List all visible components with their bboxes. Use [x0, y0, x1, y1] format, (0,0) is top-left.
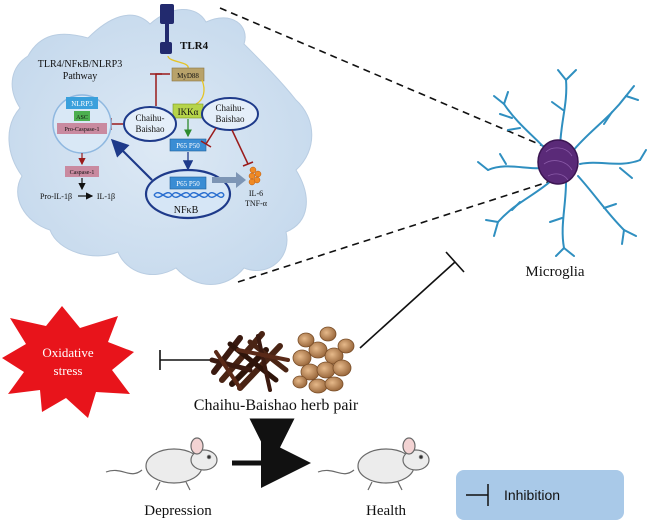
- oxidative-line1: Oxidative: [42, 345, 93, 360]
- transcription-arrow: [212, 172, 246, 188]
- caspase-box: [65, 166, 99, 177]
- inhibit-right-to-p65: [200, 127, 217, 148]
- pathway-title-line1: TLR4/NFκB/NLRP3: [38, 59, 123, 70]
- chaihu-right-line2: Baishao: [216, 114, 245, 124]
- chaihu-right-ellipse: [201, 97, 259, 131]
- herb-pair-label: Chaihu-Baishao herb pair: [194, 397, 359, 414]
- inhibit-right-to-cytokine: [231, 129, 254, 167]
- il-label: IL-1β: [97, 192, 115, 201]
- cytokine-line2: TNF-α: [245, 199, 268, 208]
- myd88-box: [171, 67, 205, 82]
- nlrp3-box: [66, 97, 98, 109]
- pro-caspase-label: Pro-Caspase-1: [65, 127, 100, 133]
- inhibit-herb-to-microglia: [359, 251, 465, 349]
- cytokine-line1: IL-6: [249, 189, 263, 198]
- p65p50-upper-label: P65 P50: [176, 142, 200, 150]
- nlrp3-label: NLRP3: [71, 100, 93, 108]
- asc-box: [74, 111, 90, 121]
- legend-label: Inhibition: [504, 487, 560, 503]
- herb-icon: [209, 331, 290, 392]
- p65p50-upper-box: [169, 138, 207, 152]
- nfkb-label: NFκB: [174, 205, 199, 216]
- tlr4-label: TLR4: [180, 40, 209, 52]
- nucleus: [144, 168, 232, 220]
- myd88-label: MyD88: [177, 72, 199, 80]
- microglia-label: Microglia: [525, 264, 584, 280]
- mouse-icon-depression: [105, 437, 218, 491]
- chaihu-left-ellipse: [123, 106, 177, 142]
- inhibit-left-to-myd88: [150, 73, 170, 106]
- inhibition-symbol-icon: [466, 484, 489, 506]
- pro-caspase-box: [57, 123, 107, 134]
- oxidative-starburst: [2, 306, 134, 418]
- cell-body: [8, 9, 313, 285]
- depression-label: Depression: [144, 503, 212, 519]
- mouse-icon-health: [317, 437, 430, 491]
- tlr4-receptor-icon: [160, 4, 174, 54]
- ikk-label: IKKα: [178, 107, 199, 117]
- chaihu-left-line2: Baishao: [136, 124, 165, 134]
- pathway-title-line2: Pathway: [63, 71, 97, 82]
- cytokine-cluster-icon: [248, 166, 262, 186]
- caspase-label: Caspase-1: [70, 170, 95, 176]
- chaihu-right-line1: Chaihu-: [216, 103, 245, 113]
- microglia-body: [537, 139, 579, 185]
- microglia-icon: [477, 69, 647, 257]
- chaihu-left-line1: Chaihu-: [136, 113, 165, 123]
- inhibit-herb-to-oxidative: [159, 350, 210, 370]
- seed-icon: [292, 326, 355, 394]
- legend-box: [456, 470, 624, 520]
- p65p50-lower-label: P65 P50: [176, 180, 200, 188]
- nfkb-to-nlrp3-arrow: [110, 138, 153, 181]
- dna-helix-icon: [153, 192, 225, 198]
- asc-label: ASC: [76, 115, 88, 121]
- pro-il-label: Pro-IL-1β: [40, 192, 72, 201]
- oxidative-line2: stress: [54, 363, 83, 378]
- zoom-line-bottom: [237, 181, 549, 283]
- p65p50-lower-box: [169, 176, 207, 190]
- health-label: Health: [366, 503, 406, 519]
